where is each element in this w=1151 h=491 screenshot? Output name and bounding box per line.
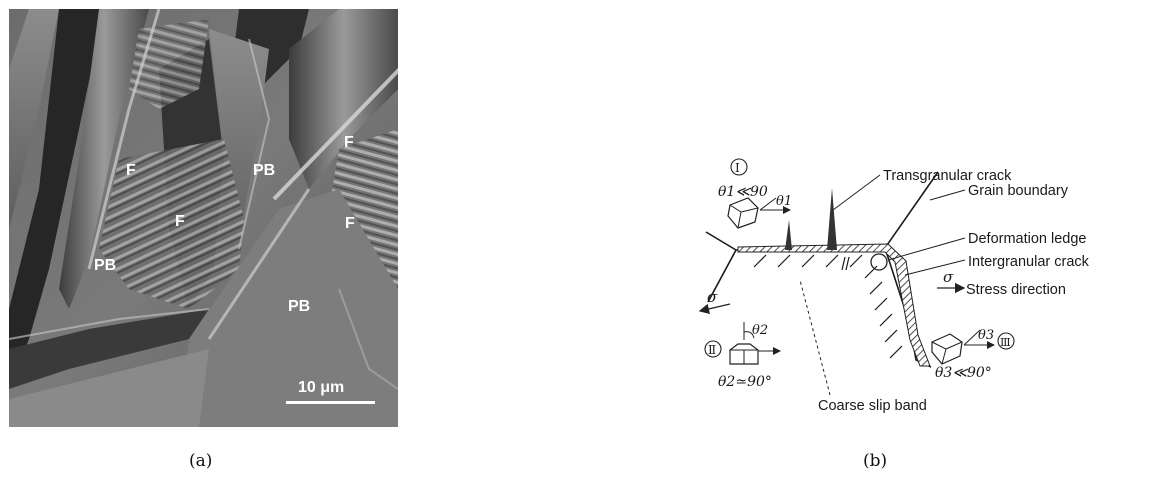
grain-1-theta: θ1 [776, 194, 792, 209]
label-f4: F [345, 215, 355, 232]
grain-3-orientation: θ3 Ⅲ θ3≪90° [931, 328, 1015, 381]
scale-bar-label: 10 μm [298, 379, 344, 396]
label-pb3: PB [288, 298, 310, 315]
label-deformation-ledge: Deformation ledge [968, 231, 1087, 247]
label-transgranular-crack: Transgranular crack [883, 168, 1012, 184]
scale-bar [286, 401, 375, 404]
crack-spike-1 [785, 220, 792, 250]
label-coarse-slip-band: Coarse slip band [818, 398, 927, 414]
grain-2-orientation: Ⅱ θ2 θ2≃90° [704, 322, 781, 390]
caption-b: (b) [863, 451, 888, 471]
caption-a: (a) [189, 451, 213, 471]
label-pb2: PB [94, 257, 116, 274]
grain-1-numeral: Ⅰ [735, 161, 740, 175]
sigma-right: σ [943, 268, 954, 286]
grain-2-condition: θ2≃90° [718, 374, 772, 390]
label-f3: F [344, 134, 354, 151]
sem-micrograph: F F F F F PB PB PB 10 μm [8, 8, 442, 427]
stress-arrow-left [698, 303, 731, 314]
crack-spike-2 [827, 188, 837, 250]
intergranular-crack-band [737, 243, 931, 367]
label-intergranular-crack: Intergranular crack [968, 254, 1090, 270]
grain-3-condition: θ3≪90° [935, 365, 992, 381]
schematic-diagram: σ σ Ⅰ θ1≪90 θ1 Ⅱ θ2 θ2≃90° θ3 Ⅲ θ3≪90° T… [690, 133, 1110, 418]
label-grain-boundary: Grain boundary [968, 183, 1069, 199]
grain-3-numeral: Ⅲ [1000, 336, 1011, 349]
label-f1: F [126, 162, 136, 179]
sem-image: F F F F F PB PB PB 10 μm [8, 8, 442, 427]
grain-1-orientation: Ⅰ θ1≪90 θ1 [718, 158, 792, 229]
diagram-svg: σ σ Ⅰ θ1≪90 θ1 Ⅱ θ2 θ2≃90° θ3 Ⅲ θ3≪90° T… [698, 158, 1090, 414]
grain-2-numeral: Ⅱ [708, 343, 716, 357]
label-pb1: PB [253, 162, 275, 179]
slip-lines [753, 254, 903, 359]
grain-2-theta: θ2 [752, 323, 768, 338]
label-stress-direction: Stress direction [966, 282, 1066, 298]
grain-3-theta: θ3 [978, 328, 994, 343]
sigma-left: σ [707, 288, 718, 306]
grain-1-condition: θ1≪90 [718, 184, 768, 200]
leader-lines [799, 174, 966, 396]
label-f2: F [175, 213, 185, 230]
deformation-ledge-marker [870, 253, 888, 271]
